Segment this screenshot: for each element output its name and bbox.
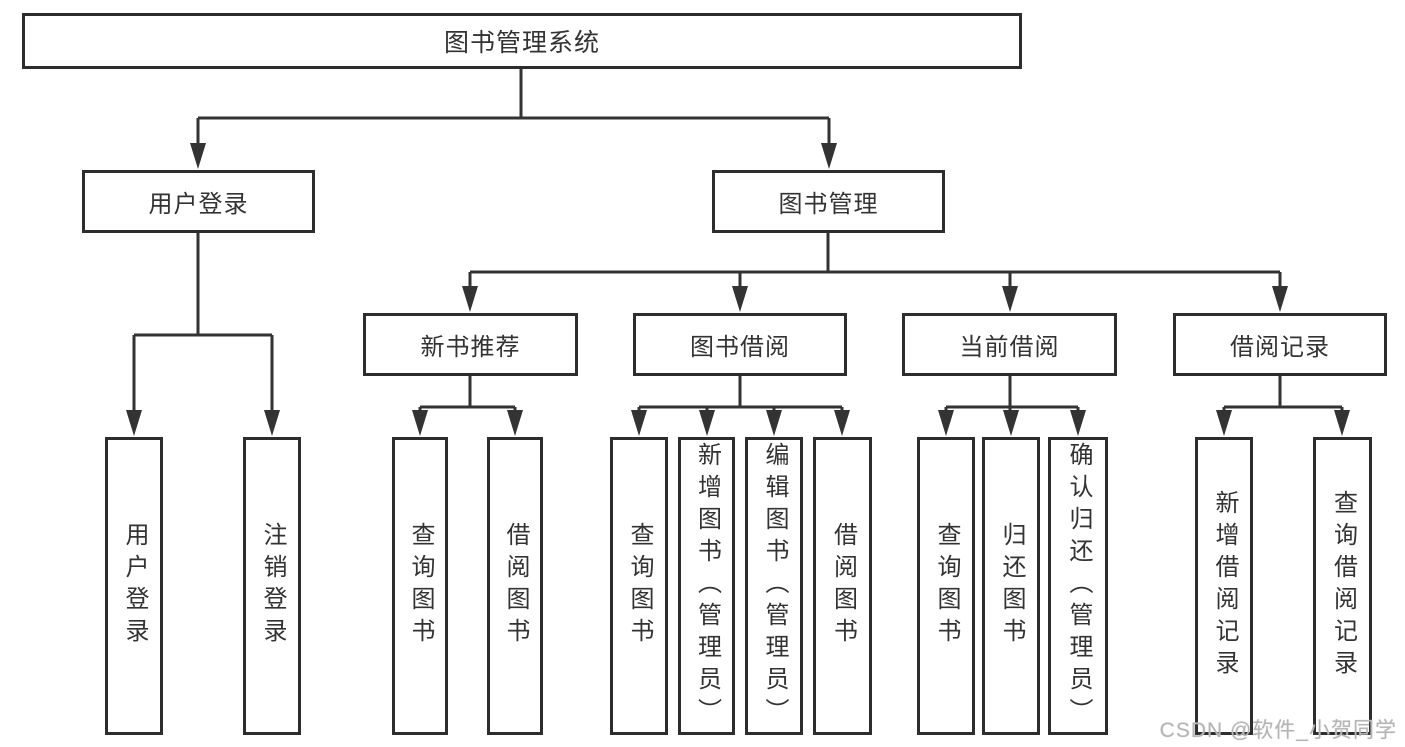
arrow-down-icon <box>1002 286 1018 312</box>
leaf-add-books-admin: 新增图书（管理员） <box>678 437 735 735</box>
arrow-down-icon <box>766 410 782 436</box>
arrow-down-icon <box>462 286 478 312</box>
node-label: 图书管理系统 <box>443 29 600 57</box>
leaf-query-borrow-record: 查询借阅记录 <box>1313 437 1372 735</box>
node-borrow-records: 借阅记录 <box>1173 313 1387 376</box>
arrow-down-icon <box>190 143 206 169</box>
leaf-query-books-recommend: 查询图书 <box>392 437 448 735</box>
connector-borrow-to-leaves <box>637 376 844 411</box>
arrow-down-icon <box>821 143 837 169</box>
arrow-down-icon <box>507 410 523 436</box>
node-system-root: 图书管理系统 <box>22 13 1022 69</box>
leaf-edit-books-admin: 编辑图书（管理员） <box>745 437 803 735</box>
arrow-down-icon <box>1003 410 1019 436</box>
arrow-down-icon <box>126 410 142 436</box>
leaf-borrow-books-recommend: 借阅图书 <box>487 437 543 735</box>
node-label: 当前借阅 <box>959 334 1060 361</box>
node-label: 图书借阅 <box>690 334 790 361</box>
connector-records-to-leaves <box>1222 376 1344 411</box>
leaf-query-books-borrow: 查询图书 <box>610 437 668 735</box>
connector-mgmt-to-level2 <box>468 233 1282 287</box>
csdn-watermark: CSDN @软件_小贺同学 <box>1159 719 1397 742</box>
arrow-down-icon <box>732 286 748 312</box>
leaf-user-login: 用户登录 <box>105 437 163 735</box>
arrow-down-icon <box>1272 286 1288 312</box>
arrow-down-icon <box>631 410 647 436</box>
connector-root-to-level1 <box>196 69 831 144</box>
leaf-query-books-current: 查询图书 <box>917 437 975 735</box>
node-book-borrow: 图书借阅 <box>633 313 847 376</box>
arrow-down-icon <box>834 410 850 436</box>
arrow-down-icon <box>699 410 715 436</box>
arrow-down-icon <box>1334 410 1350 436</box>
node-user-login: 用户登录 <box>82 170 315 233</box>
node-label: 借阅记录 <box>1230 334 1330 361</box>
node-label: 图书管理 <box>778 191 879 218</box>
leaf-borrow-books: 借阅图书 <box>813 437 872 735</box>
arrow-down-icon <box>1070 410 1086 436</box>
node-book-management: 图书管理 <box>712 170 945 233</box>
connector-current-to-leaves <box>944 376 1080 411</box>
arrow-down-icon <box>938 410 954 436</box>
arrow-down-icon <box>412 410 428 436</box>
leaf-logout: 注销登录 <box>243 437 301 735</box>
arrow-down-icon <box>264 410 280 436</box>
leaf-confirm-return-admin: 确认归还（管理员） <box>1048 437 1108 735</box>
leaf-return-books: 归还图书 <box>982 437 1040 735</box>
arrow-down-icon <box>1216 410 1232 436</box>
node-label: 新书推荐 <box>420 334 521 361</box>
arrowheads <box>126 143 1350 436</box>
node-new-book-recommend: 新书推荐 <box>363 313 578 376</box>
connector-login-to-leaves <box>132 233 274 410</box>
leaf-add-borrow-record: 新增借阅记录 <box>1195 437 1253 735</box>
connector-recommend-to-leaves <box>418 376 517 411</box>
node-current-borrow: 当前借阅 <box>902 313 1117 376</box>
node-label: 用户登录 <box>148 191 249 218</box>
